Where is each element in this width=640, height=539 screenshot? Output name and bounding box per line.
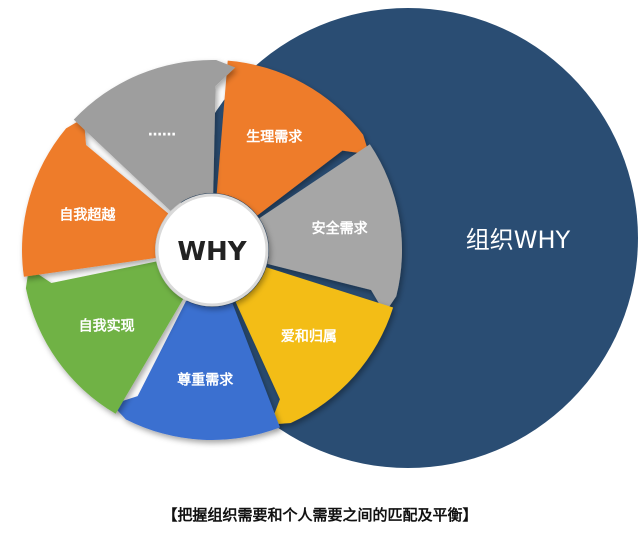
segment-label-self-transcendence: 自我超越 <box>59 207 116 224</box>
segment-self-transcendence <box>22 118 169 277</box>
segment-esteem <box>111 300 280 441</box>
segment-label-ellipsis: …… <box>148 124 176 140</box>
segment-ellipsis <box>73 59 236 211</box>
center-label: WHY <box>177 237 247 267</box>
segment-self-actualization <box>25 261 184 414</box>
segment-safety <box>259 144 402 314</box>
segment-label-safety: 安全需求 <box>312 220 369 237</box>
segment-physiological <box>216 60 370 216</box>
org-circle-label: 组织WHY <box>466 226 571 254</box>
segment-label-self-actualization: 自我实现 <box>79 317 135 334</box>
segment-label-esteem: 尊重需求 <box>177 371 234 388</box>
segment-label-physiological: 生理需求 <box>246 128 303 145</box>
segment-label-belonging: 爱和归属 <box>281 328 337 345</box>
center-circle <box>155 193 269 307</box>
caption: 【把握组织需要和个人需要之间的匹配及平衡】 <box>162 506 478 524</box>
segment-belonging <box>235 267 394 425</box>
